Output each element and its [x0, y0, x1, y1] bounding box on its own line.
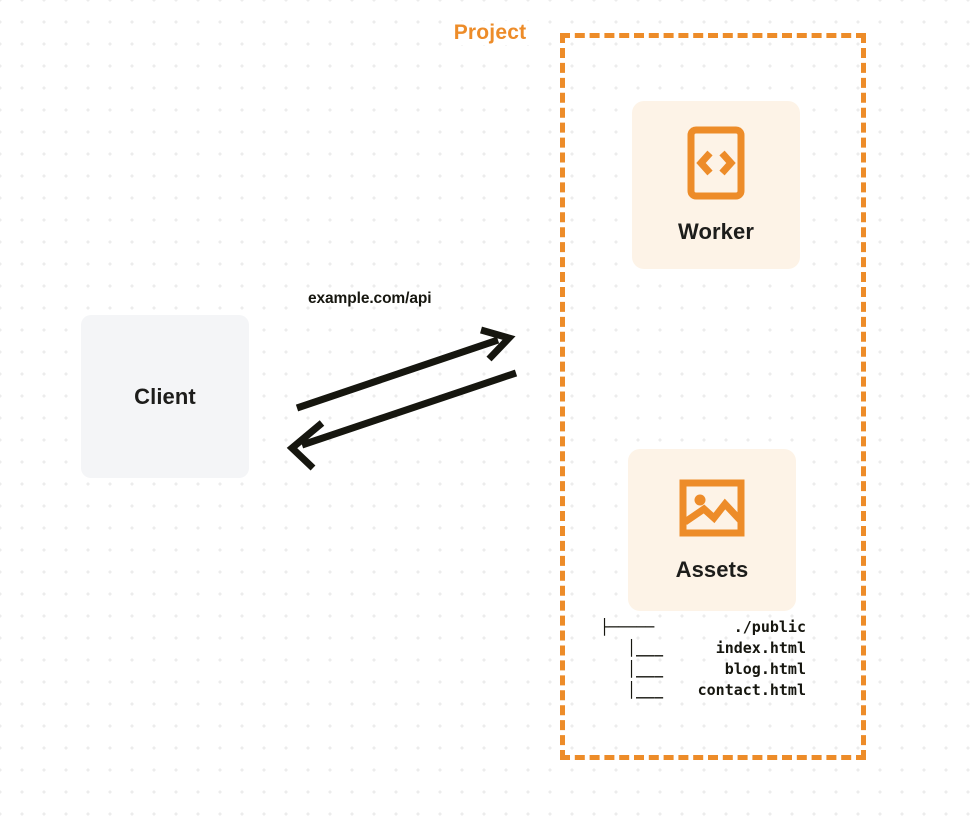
response-arrow: [286, 369, 518, 471]
tree-branch-glyph: │___: [627, 639, 664, 657]
tree-row: │___ index.html: [600, 638, 806, 659]
tree-row: │___ contact.html: [600, 680, 806, 701]
tree-branch-glyph: │___: [627, 681, 664, 699]
project-title: Project: [446, 21, 534, 45]
tree-file-name: index.html: [715, 639, 806, 657]
connection-label: example.com/api: [308, 290, 432, 307]
tree-branch-glyph: │___: [627, 660, 664, 678]
image-icon: [679, 478, 745, 543]
asset-file-tree: ├───── ./public │___ index.html │___ blo…: [600, 617, 806, 701]
tree-file-name: contact.html: [697, 681, 806, 699]
client-node[interactable]: Client: [81, 315, 249, 478]
tree-row: ├───── ./public: [600, 617, 806, 638]
code-brackets-icon: [687, 126, 745, 205]
tree-file-name: blog.html: [724, 660, 806, 678]
client-label: Client: [134, 383, 196, 409]
worker-label: Worker: [678, 218, 754, 244]
assets-node[interactable]: Assets: [628, 449, 796, 611]
tree-branch-glyph: ├─────: [600, 618, 655, 636]
worker-node[interactable]: Worker: [632, 101, 800, 269]
tree-row: │___ blog.html: [600, 659, 806, 680]
project-boundary: [560, 33, 866, 760]
assets-label: Assets: [675, 556, 749, 582]
request-arrow: [295, 326, 516, 412]
tree-root-name: ./public: [733, 618, 806, 636]
